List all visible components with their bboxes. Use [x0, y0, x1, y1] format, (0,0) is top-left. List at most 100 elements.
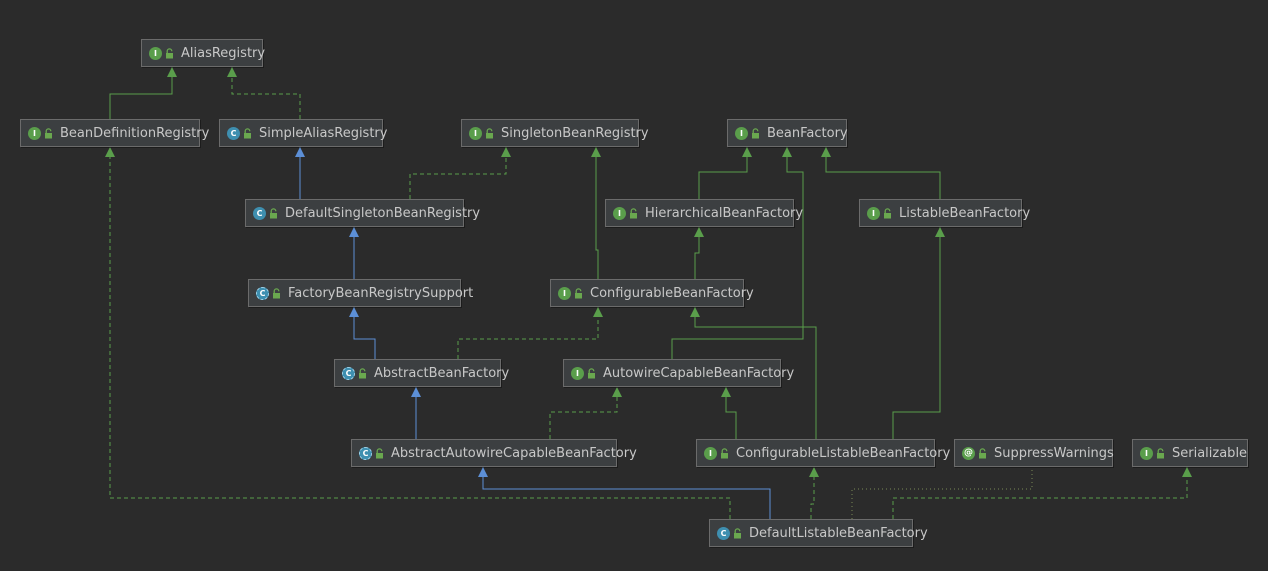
- public-lock-icon: [376, 447, 383, 458]
- class-badge-icon: C: [717, 526, 730, 540]
- edge-ConfigurableListableBeanFactory-to-ListableBeanFactory: [892, 227, 941, 439]
- edge-AutowireCapableBeanFactory-to-BeanFactory: [671, 147, 804, 359]
- arrowhead-DefaultListableBeanFactory-to-AbstractAutowireCapableBeanFactory: [478, 467, 488, 477]
- node-label: AliasRegistry: [181, 45, 266, 61]
- interface-badge-icon: I: [735, 126, 748, 140]
- edge-DefaultListableBeanFactory-to-AbstractAutowireCapableBeanFactory: [482, 467, 771, 519]
- interface-badge-icon: I: [149, 46, 162, 60]
- node-ListableBeanFactory[interactable]: I ListableBeanFactory: [859, 199, 1030, 227]
- arrowhead-ConfigurableListableBeanFactory-to-AutowireCapableBeanFactory: [721, 387, 731, 397]
- arrowhead-AutowireCapableBeanFactory-to-BeanFactory: [782, 147, 792, 157]
- edge-ConfigurableBeanFactory-to-HierarchicalBeanFactory: [694, 227, 700, 279]
- node-label: HierarchicalBeanFactory: [645, 205, 804, 221]
- node-AbstractBeanFactory[interactable]: C AbstractBeanFactory: [334, 359, 509, 387]
- public-lock-icon: [884, 207, 891, 218]
- arrowhead-BeanDefinitionRegistry-to-AliasRegistry: [167, 67, 177, 77]
- arrowhead-SimpleAliasRegistry-to-AliasRegistry: [227, 67, 237, 77]
- public-lock-icon: [166, 47, 173, 58]
- edge-DefaultListableBeanFactory-to-BeanDefinitionRegistry: [109, 147, 731, 519]
- node-label: FactoryBeanRegistrySupport: [288, 285, 474, 301]
- edge-BeanDefinitionRegistry-to-AliasRegistry: [109, 67, 173, 119]
- arrowhead-DefaultListableBeanFactory-to-BeanDefinitionRegistry: [105, 147, 115, 157]
- interface-badge-icon: I: [613, 206, 626, 220]
- public-lock-icon: [244, 127, 251, 138]
- public-lock-icon: [588, 367, 595, 378]
- node-label: BeanFactory: [767, 125, 848, 141]
- arrowhead-AbstractAutowireCapableBeanFactory-to-AutowireCapableBeanFactory: [612, 387, 622, 397]
- edge-AbstractBeanFactory-to-FactoryBeanRegistrySupport: [353, 307, 376, 359]
- interface-badge-icon: I: [469, 126, 482, 140]
- edge-AbstractBeanFactory-to-ConfigurableBeanFactory: [457, 307, 599, 359]
- node-BeanFactory[interactable]: I BeanFactory: [727, 119, 848, 147]
- public-lock-icon: [734, 527, 741, 538]
- interface-badge-icon: I: [1140, 446, 1153, 460]
- interface-badge-icon: I: [704, 446, 717, 460]
- public-lock-icon: [359, 367, 366, 378]
- arrowhead-FactoryBeanRegistrySupport-to-DefaultSingletonBeanRegistry: [349, 227, 359, 237]
- interface-badge-icon: I: [867, 206, 880, 220]
- public-lock-icon: [979, 447, 986, 458]
- node-label: AbstractBeanFactory: [374, 365, 510, 381]
- public-lock-icon: [45, 127, 52, 138]
- public-lock-icon: [1157, 447, 1164, 458]
- public-lock-icon: [721, 447, 728, 458]
- node-label: ConfigurableListableBeanFactory: [736, 445, 951, 461]
- arrowhead-DefaultSingletonBeanRegistry-to-SingletonBeanRegistry: [501, 147, 511, 157]
- annotation-badge-icon: @: [962, 446, 975, 460]
- node-AutowireCapableBeanFactory[interactable]: I AutowireCapableBeanFactory: [563, 359, 794, 387]
- edge-DefaultListableBeanFactory-to-Serializable: [892, 467, 1188, 519]
- edges-layer: [109, 67, 1188, 519]
- arrowhead-AbstractBeanFactory-to-FactoryBeanRegistrySupport: [349, 307, 359, 317]
- class-badge-icon: C: [253, 206, 266, 220]
- arrowheads-layer: [105, 67, 1192, 477]
- edge-ConfigurableBeanFactory-to-SingletonBeanRegistry: [595, 147, 599, 279]
- node-Serializable[interactable]: I Serializable: [1132, 439, 1248, 467]
- interface-badge-icon: I: [571, 366, 584, 380]
- arrowhead-DefaultSingletonBeanRegistry-to-SimpleAliasRegistry: [295, 147, 305, 157]
- edge-ListableBeanFactory-to-BeanFactory: [825, 147, 941, 199]
- arrowhead-ConfigurableBeanFactory-to-SingletonBeanRegistry: [591, 147, 601, 157]
- arrowhead-ConfigurableListableBeanFactory-to-ListableBeanFactory: [935, 227, 945, 237]
- node-label: SingletonBeanRegistry: [501, 125, 649, 141]
- abstract-badge-icon: C: [342, 366, 355, 380]
- node-label: ListableBeanFactory: [899, 205, 1031, 221]
- edge-HierarchicalBeanFactory-to-BeanFactory: [698, 147, 748, 199]
- node-label: Serializable: [1172, 445, 1248, 461]
- node-BeanDefinitionRegistry[interactable]: I BeanDefinitionRegistry: [20, 119, 209, 147]
- arrowhead-AbstractBeanFactory-to-ConfigurableBeanFactory: [593, 307, 603, 317]
- node-label: AutowireCapableBeanFactory: [603, 365, 795, 381]
- public-lock-icon: [273, 287, 280, 298]
- node-ConfigurableListableBeanFactory[interactable]: I ConfigurableListableBeanFactory: [696, 439, 950, 467]
- node-SuppressWarnings[interactable]: @ SuppressWarnings: [954, 439, 1114, 467]
- node-HierarchicalBeanFactory[interactable]: I HierarchicalBeanFactory: [605, 199, 803, 227]
- arrowhead-ConfigurableListableBeanFactory-to-ConfigurableBeanFactory: [690, 307, 700, 317]
- edge-DefaultListableBeanFactory-to-ConfigurableListableBeanFactory: [810, 467, 815, 519]
- arrowhead-HierarchicalBeanFactory-to-BeanFactory: [742, 147, 752, 157]
- arrowhead-DefaultListableBeanFactory-to-ConfigurableListableBeanFactory: [809, 467, 819, 477]
- public-lock-icon: [752, 127, 759, 138]
- arrowhead-ConfigurableBeanFactory-to-HierarchicalBeanFactory: [694, 227, 704, 237]
- node-label: SuppressWarnings: [994, 445, 1114, 461]
- node-label: SimpleAliasRegistry: [259, 125, 388, 141]
- edge-AbstractAutowireCapableBeanFactory-to-AutowireCapableBeanFactory: [549, 387, 618, 439]
- arrowhead-ListableBeanFactory-to-BeanFactory: [821, 147, 831, 157]
- node-label: ConfigurableBeanFactory: [590, 285, 754, 301]
- interface-badge-icon: I: [28, 126, 41, 140]
- edge-DefaultSingletonBeanRegistry-to-SingletonBeanRegistry: [409, 147, 507, 199]
- class-badge-icon: C: [227, 126, 240, 140]
- node-SingletonBeanRegistry[interactable]: I SingletonBeanRegistry: [461, 119, 649, 147]
- edge-DefaultListableBeanFactory-to-SuppressWarnings: [851, 467, 1033, 519]
- node-label: BeanDefinitionRegistry: [60, 125, 210, 141]
- public-lock-icon: [270, 207, 277, 218]
- edge-SimpleAliasRegistry-to-AliasRegistry: [231, 67, 301, 119]
- node-SimpleAliasRegistry[interactable]: C SimpleAliasRegistry: [219, 119, 387, 147]
- node-AliasRegistry[interactable]: I AliasRegistry: [141, 39, 266, 67]
- arrowhead-AbstractAutowireCapableBeanFactory-to-AbstractBeanFactory: [411, 387, 421, 397]
- public-lock-icon: [575, 287, 582, 298]
